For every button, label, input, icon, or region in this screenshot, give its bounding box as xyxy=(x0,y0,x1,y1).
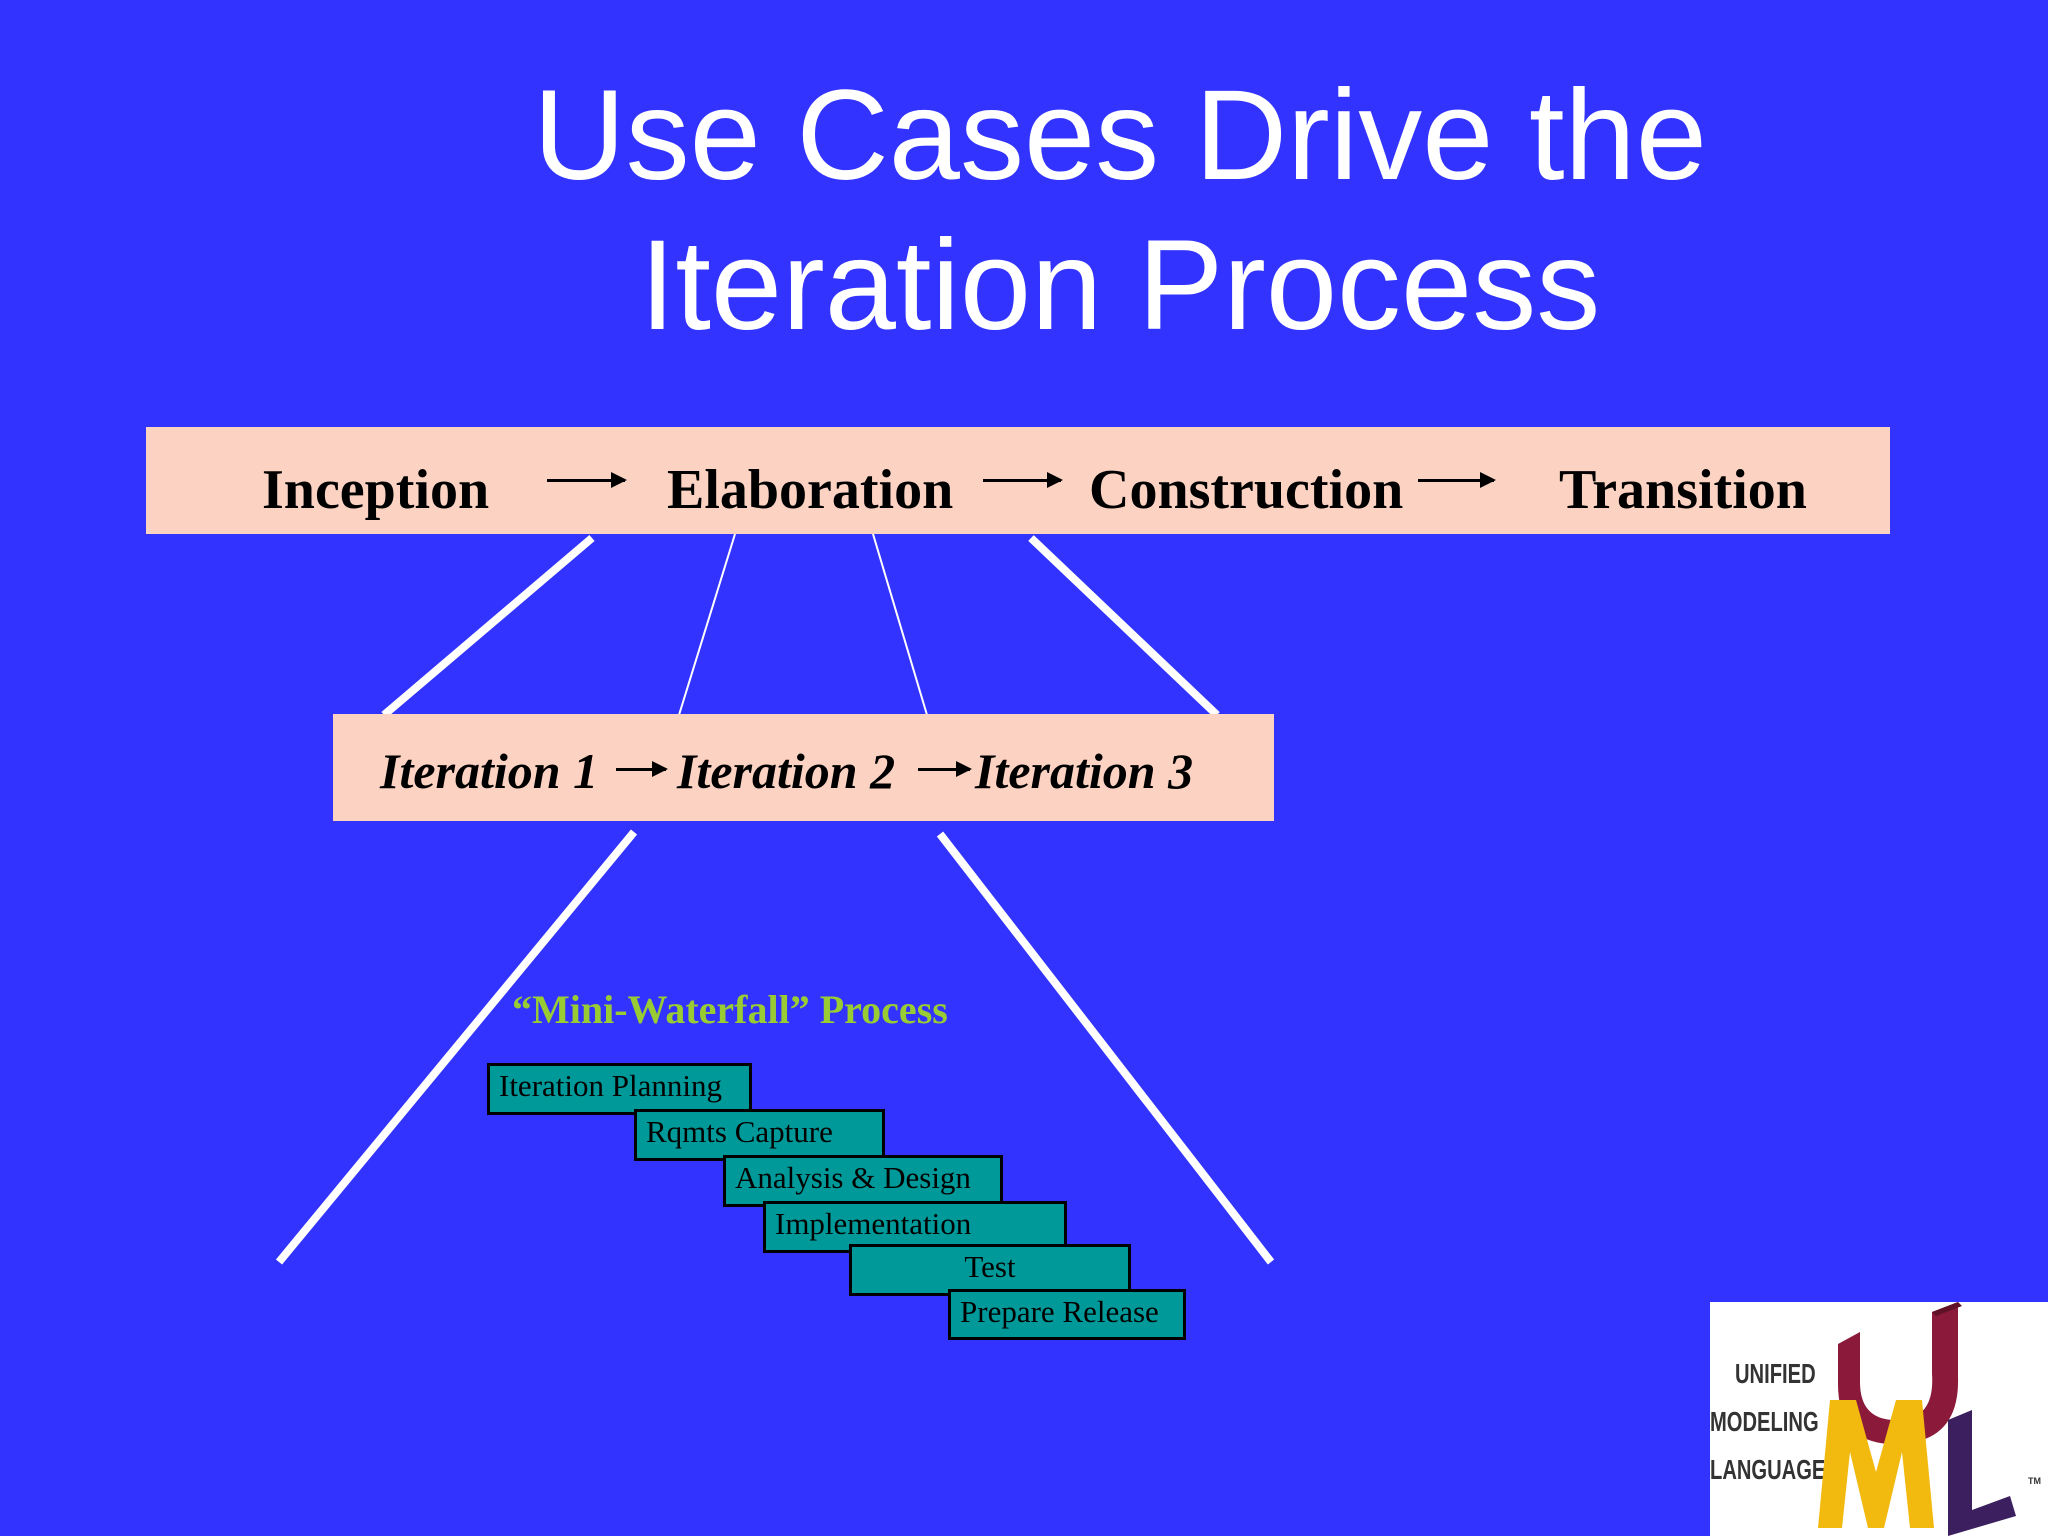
uml-logo: UNIFIED MODELING LANGUAGE TM xyxy=(1710,1302,2048,1536)
iteration-bar xyxy=(333,714,1274,821)
phase-construction: Construction xyxy=(1089,459,1404,521)
arrow-icon xyxy=(1418,472,1496,488)
iteration-2: Iteration 2 xyxy=(677,743,896,799)
arrow-icon xyxy=(547,472,627,488)
waterfall-step: Analysis & Design xyxy=(723,1155,1003,1207)
arrow-icon xyxy=(918,761,972,777)
phase-elaboration: Elaboration xyxy=(667,459,954,521)
connector-line xyxy=(872,533,928,716)
slide-title-line-2: Iteration Process xyxy=(639,214,1601,357)
phase-transition: Transition xyxy=(1559,459,1807,521)
logo-text-modeling: MODELING xyxy=(1710,1406,1819,1437)
iteration-1: Iteration 1 xyxy=(380,743,599,799)
waterfall-step: Rqmts Capture xyxy=(634,1109,885,1161)
waterfall-step: Iteration Planning xyxy=(487,1063,752,1115)
logo-text-unified: UNIFIED xyxy=(1735,1358,1816,1389)
waterfall-title: “Mini-Waterfall” Process xyxy=(512,987,948,1032)
connector-line xyxy=(678,533,736,716)
iteration-3: Iteration 3 xyxy=(975,743,1194,799)
slide-title-line-1: Use Cases Drive the xyxy=(533,64,1707,207)
arrow-icon xyxy=(983,472,1063,488)
logo-tm: TM xyxy=(2028,1476,2041,1486)
connector-line xyxy=(1028,535,1220,718)
waterfall-step: Test xyxy=(849,1244,1131,1296)
connector-line xyxy=(275,829,638,1265)
logo-text-language: LANGUAGE xyxy=(1710,1454,1826,1485)
waterfall-step: Prepare Release xyxy=(948,1289,1186,1340)
phase-inception: Inception xyxy=(262,459,490,521)
connector-line xyxy=(936,831,1275,1265)
uml-mark-icon: TM xyxy=(1818,1302,2041,1536)
arrow-icon xyxy=(616,761,668,777)
connector-line xyxy=(381,534,595,719)
